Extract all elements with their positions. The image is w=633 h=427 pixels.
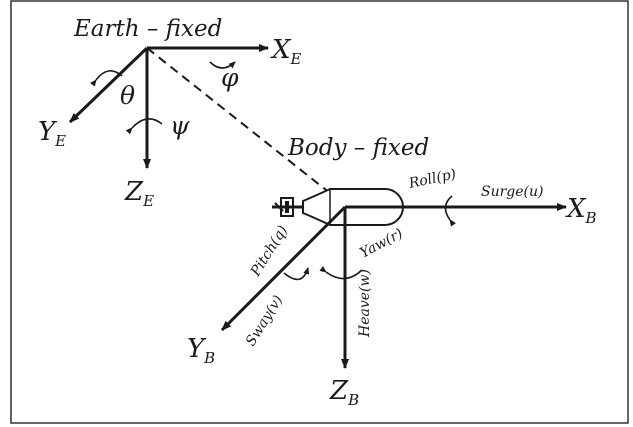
phi-label: φ (221, 63, 239, 92)
pitch-label: Pitch(q) (247, 223, 291, 280)
body-y-label: YB (187, 334, 215, 367)
surge-label: Surge(u) (481, 184, 544, 200)
body-y-axis (220, 205, 347, 332)
phi-rotation-arrow (209, 61, 236, 69)
heave-label: Heave(w) (357, 269, 373, 338)
earth-y-axis (68, 46, 149, 124)
psi-rotation-arrow (125, 118, 163, 135)
body-x-label: XB (565, 194, 597, 227)
pitch-rotation-arrow (283, 267, 310, 281)
body-fixed-frame: Body – fixed Roll(p) Surge(u) Pitch(q) Y… (187, 135, 597, 409)
earth-y-label: YE (38, 117, 66, 150)
psi-label: ψ (170, 111, 190, 140)
yaw-label: Yaw(r) (357, 226, 405, 262)
earth-fixed-frame: Earth – fixed XE YE ZE φ θ ψ (38, 16, 302, 210)
roll-label: Roll(p) (407, 166, 458, 192)
body-z-label: ZB (329, 376, 359, 409)
figure-border (10, 0, 629, 424)
theta-rotation-arrow (89, 70, 123, 87)
theta-label: θ (120, 81, 135, 110)
body-fixed-title: Body – fixed (287, 135, 429, 161)
earth-z-label: ZE (124, 177, 154, 210)
earth-x-label: XE (270, 35, 302, 68)
frame-connection-line (146, 47, 346, 206)
roll-rotation-arrow (444, 195, 456, 227)
yaw-rotation-arrow (319, 266, 363, 280)
earth-fixed-title: Earth – fixed (73, 16, 222, 42)
